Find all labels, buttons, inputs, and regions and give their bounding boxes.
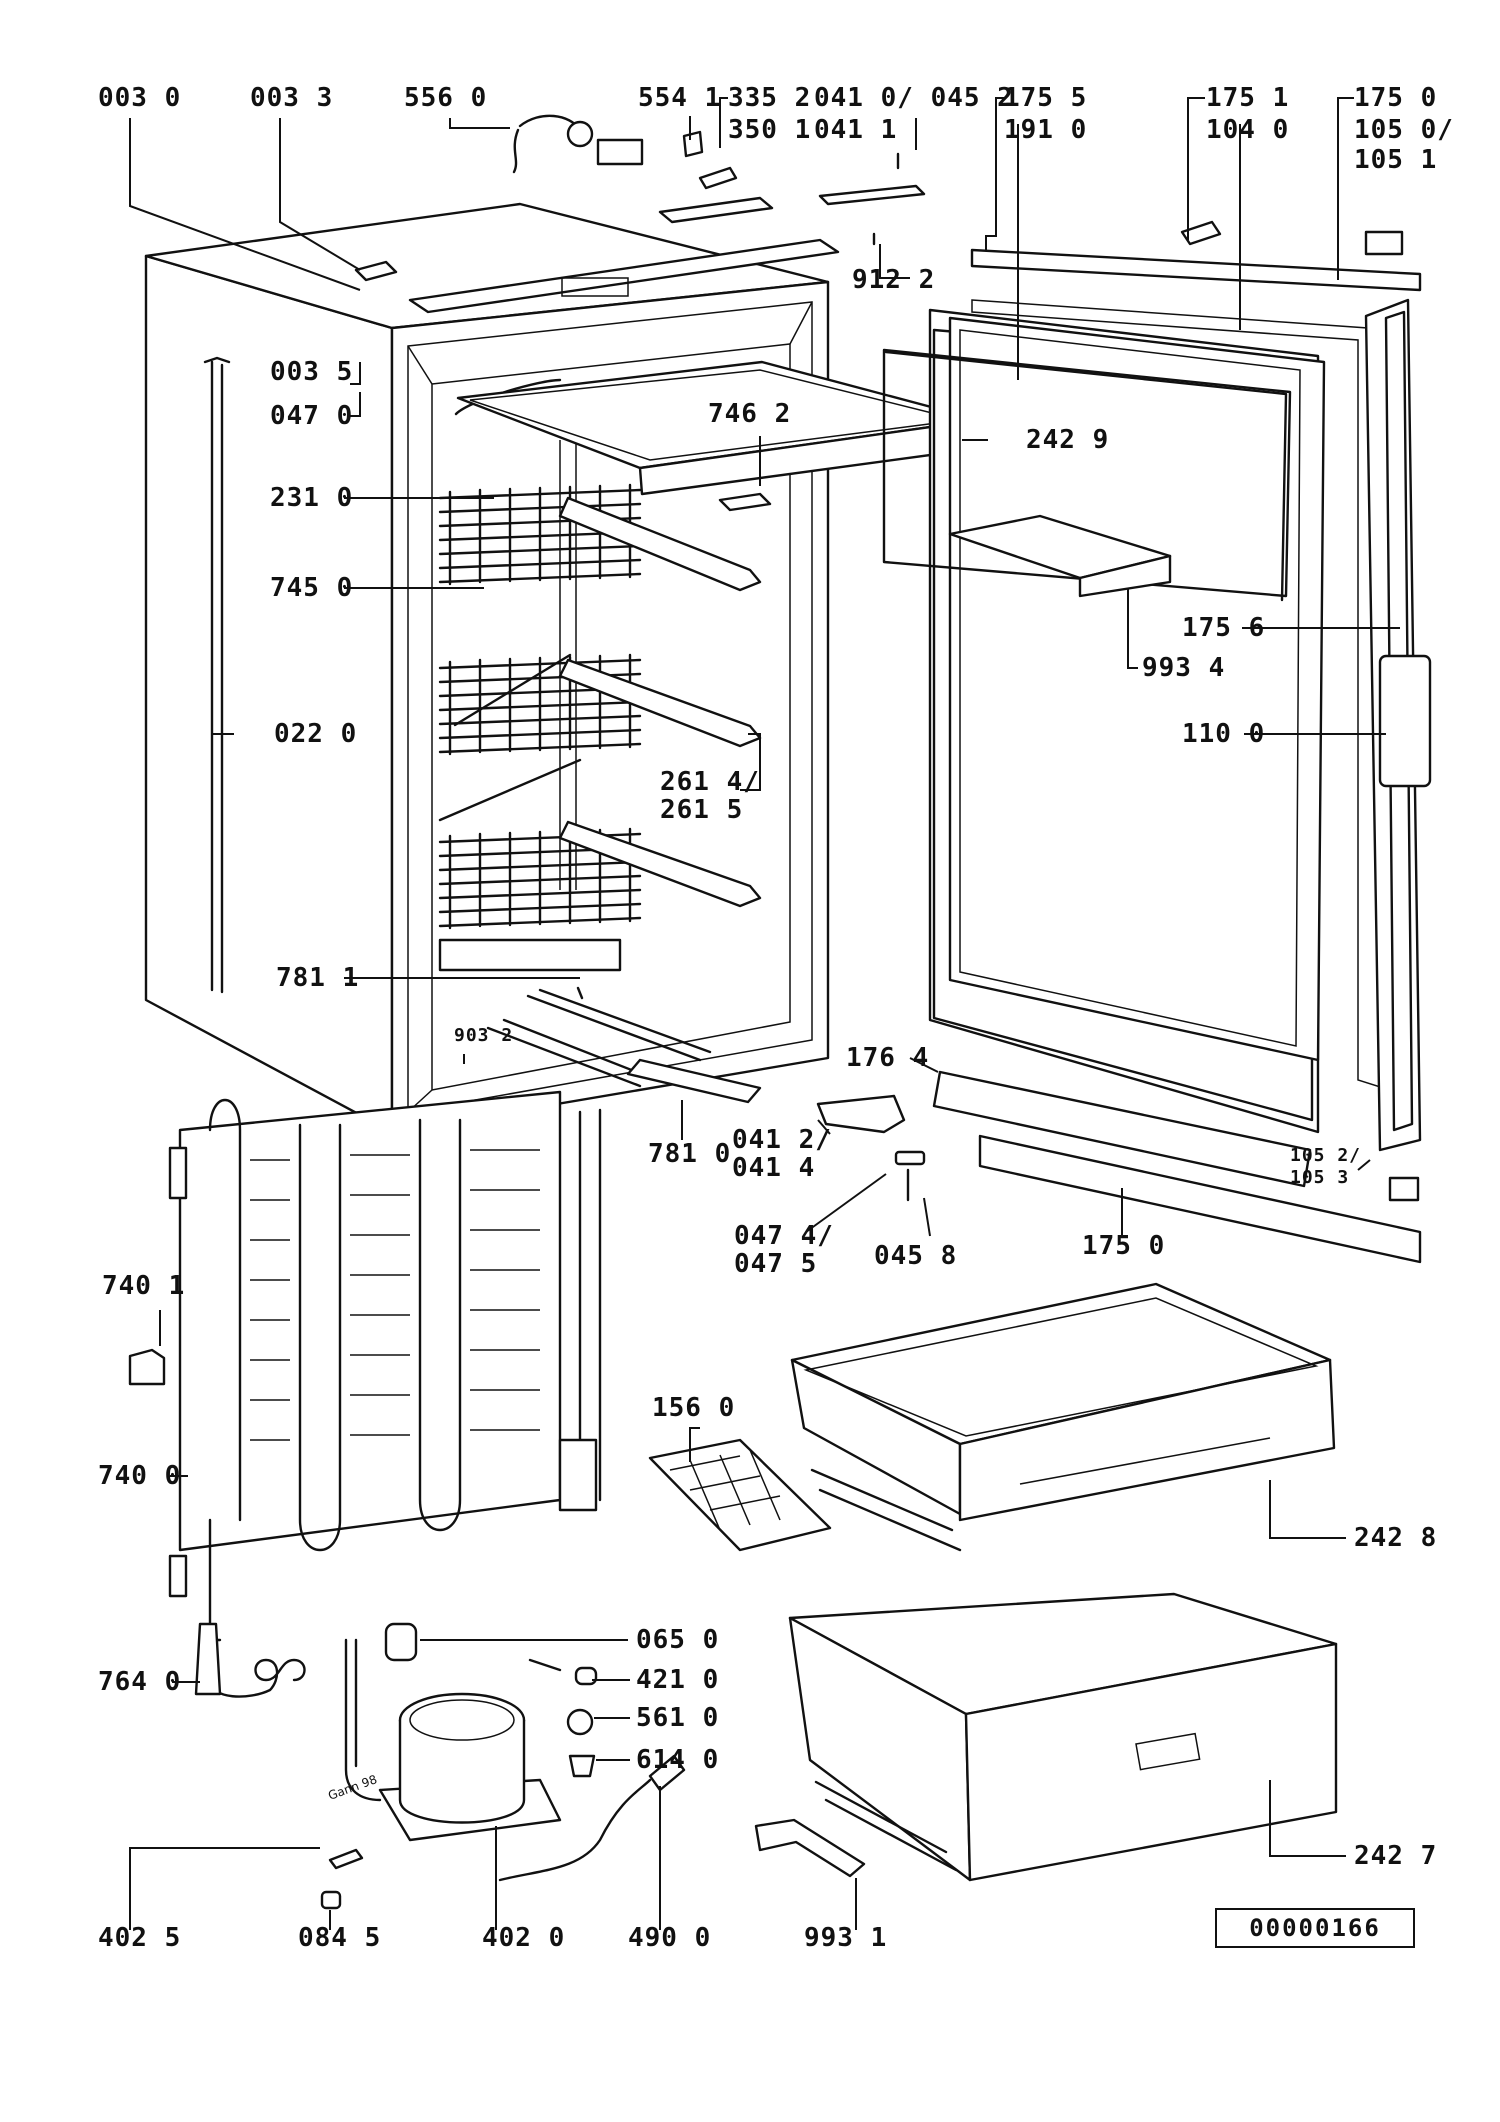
label-041-4: 041 4 — [732, 1153, 816, 1183]
label-261-4: 261 4/ — [660, 767, 760, 797]
label-561-0: 561 0 — [636, 1703, 720, 1733]
defrost-scraper — [754, 1818, 866, 1878]
label-764-0: 764 0 — [98, 1667, 182, 1697]
label-041-2: 041 2/ — [732, 1125, 832, 1155]
label-176-4: 176 4 — [846, 1043, 930, 1073]
label-105-0: 105 0/ — [1354, 115, 1454, 145]
compressor-accessories — [320, 1622, 686, 1910]
label-614-0: 614 0 — [636, 1745, 720, 1775]
side-strip — [203, 356, 231, 994]
compressor: Gann 98 — [326, 1638, 562, 1842]
label-231-0: 231 0 — [270, 483, 354, 513]
label-105-2: 105 2/ — [1290, 1145, 1362, 1166]
label-781-1: 781 1 — [276, 963, 360, 993]
label-175-1: 175 1 — [1206, 83, 1290, 113]
label-554-1: 554 1 — [638, 83, 722, 113]
label-045-8: 045 8 — [874, 1241, 958, 1271]
label-912-2: 912 2 — [852, 265, 936, 295]
label-746-2: 746 2 — [708, 399, 792, 429]
label-156-0: 156 0 — [652, 1393, 736, 1423]
label-104-0: 104 0 — [1206, 115, 1290, 145]
label-175-0-top: 175 0 — [1354, 83, 1438, 113]
label-556-0: 556 0 — [404, 83, 488, 113]
condenser — [168, 1090, 602, 1698]
ice-cube-tray — [648, 1438, 832, 1552]
label-047-0: 047 0 — [270, 401, 354, 431]
crisper-drawer-upper — [790, 1282, 1336, 1552]
cabinet-floor-parts — [486, 986, 762, 1104]
shelf-clip — [718, 492, 772, 512]
label-003-5: 003 5 — [270, 357, 354, 387]
label-421-0: 421 0 — [636, 1665, 720, 1695]
label-175-5: 175 5 — [1004, 83, 1088, 113]
evaporator-shelves — [438, 378, 762, 972]
label-110-0: 110 0 — [1182, 719, 1266, 749]
label-065-0: 065 0 — [636, 1625, 720, 1655]
label-261-5: 261 5 — [660, 795, 744, 825]
label-191-0: 191 0 — [1004, 115, 1088, 145]
label-740-0: 740 0 — [98, 1461, 182, 1491]
label-402-0: 402 0 — [482, 1923, 566, 1953]
thermostat-parts — [512, 114, 1222, 246]
label-084-5: 084 5 — [298, 1923, 382, 1953]
label-993-1: 993 1 — [804, 1923, 888, 1953]
label-903-2: 903 2 — [454, 1025, 514, 1046]
cabinet-body — [144, 202, 830, 1134]
label-003-0: 003 0 — [98, 83, 182, 113]
label-490-0: 490 0 — [628, 1923, 712, 1953]
label-041-0-045-2: 041 0/ 045 2 — [814, 83, 1014, 113]
condenser-clip — [128, 1348, 166, 1386]
door-assembly — [816, 230, 1432, 1264]
label-242-8: 242 8 — [1354, 1523, 1438, 1553]
label-041-1: 041 1 — [814, 115, 898, 145]
document-id-box: 00000166 — [1215, 1908, 1415, 1948]
label-335-2: 335 2 — [728, 83, 812, 113]
top-cover-plate — [354, 238, 840, 314]
label-047-5: 047 5 — [734, 1249, 818, 1279]
label-781-0: 781 0 — [648, 1139, 732, 1169]
label-402-5: 402 5 — [98, 1923, 182, 1953]
label-003-3: 003 3 — [250, 83, 334, 113]
label-175-0-bottom: 175 0 — [1082, 1231, 1166, 1261]
label-105-1: 105 1 — [1354, 145, 1438, 175]
label-745-0: 745 0 — [270, 573, 354, 603]
crisper-drawer-lower — [788, 1592, 1338, 1882]
label-740-1: 740 1 — [102, 1271, 186, 1301]
label-993-4: 993 4 — [1142, 653, 1226, 683]
label-242-7: 242 7 — [1354, 1841, 1438, 1871]
leader-lines — [129, 97, 1400, 1930]
label-047-4: 047 4/ — [734, 1221, 834, 1251]
label-242-9: 242 9 — [1026, 425, 1110, 455]
label-350-1: 350 1 — [728, 115, 812, 145]
label-175-6: 175 6 — [1182, 613, 1266, 643]
label-022-0: 022 0 — [274, 719, 358, 749]
label-105-3: 105 3 — [1290, 1167, 1350, 1188]
